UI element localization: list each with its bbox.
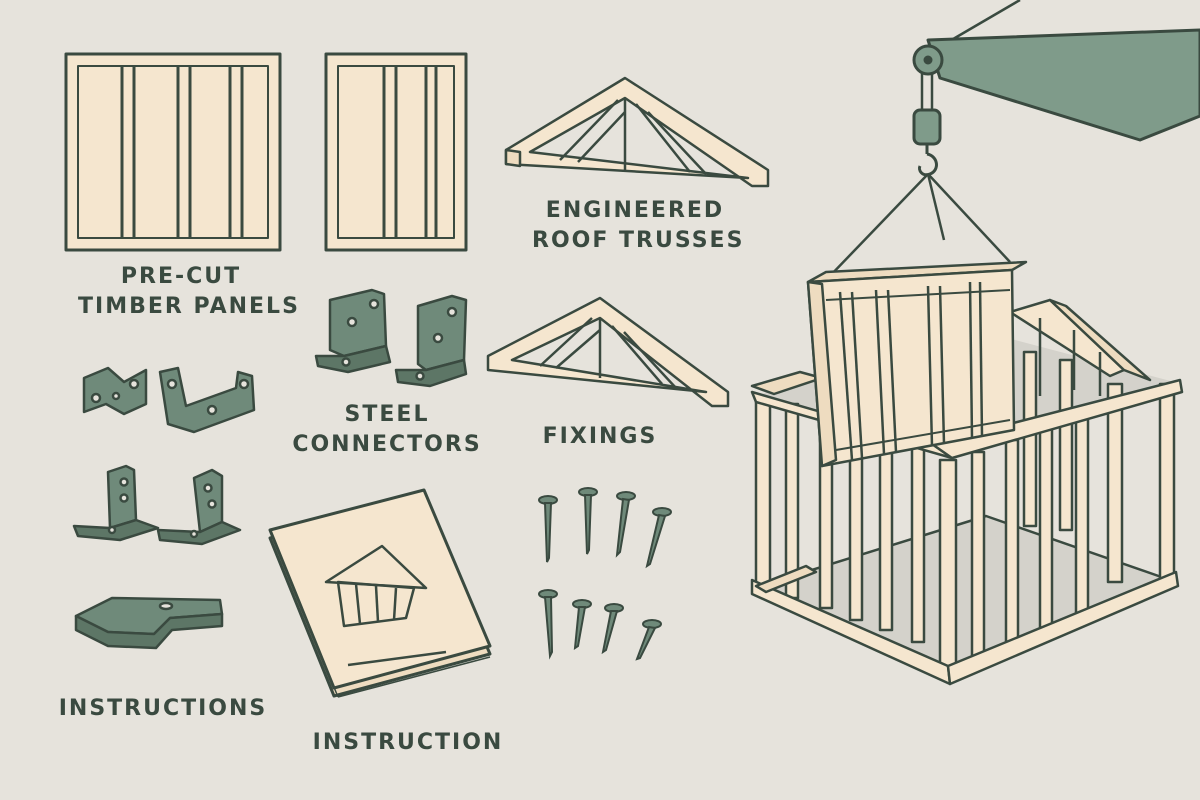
- steel-bracket-icon: [74, 596, 224, 650]
- label-roof-trusses-line2: ROOF TRUSSES: [532, 228, 745, 253]
- nail-icon: [572, 599, 592, 651]
- steel-bracket-icon: [156, 468, 242, 546]
- timber-panel-icon: [64, 52, 282, 252]
- nail-icon: [645, 507, 672, 569]
- nail-icon: [635, 619, 662, 661]
- hoisted-wall-panel-icon: [806, 260, 1028, 468]
- label-roof-trusses-line1: ENGINEERED: [545, 198, 725, 223]
- label-timber-panels: PRE-CUT TIMBER PANELS: [78, 262, 300, 322]
- nail-icon: [578, 487, 598, 555]
- steel-bracket-icon: [82, 366, 148, 416]
- nail-icon: [601, 603, 624, 655]
- label-steel-connectors: STEEL CONNECTORS: [292, 400, 482, 460]
- label-fixings: FIXINGS: [542, 424, 658, 449]
- label-timber-panels-line2: TIMBER PANELS: [78, 294, 300, 319]
- instruction-manual-icon: [268, 488, 492, 698]
- label-steel-connectors-line1: STEEL: [344, 402, 430, 427]
- roof-truss-icon: [486, 296, 730, 408]
- label-roof-trusses: ENGINEERED ROOF TRUSSES: [532, 196, 745, 256]
- steel-bracket-icon: [314, 288, 392, 374]
- steel-bracket-icon: [394, 294, 468, 388]
- roof-truss-icon: [504, 76, 770, 188]
- house-frame-icon: [750, 298, 1184, 686]
- label-steel-connectors-line2: CONNECTORS: [292, 432, 482, 457]
- label-timber-panels-line1: PRE-CUT: [120, 264, 242, 289]
- label-instructions: INSTRUCTIONS: [58, 696, 268, 721]
- timber-panel-icon: [324, 52, 468, 252]
- label-instruction: INSTRUCTION: [312, 730, 504, 755]
- nail-icon: [615, 491, 636, 558]
- nail-icon: [538, 589, 558, 660]
- nail-icon: [538, 495, 558, 563]
- steel-bracket-icon: [72, 464, 160, 542]
- steel-bracket-icon: [158, 366, 256, 434]
- crane-icon: [827, 0, 1200, 279]
